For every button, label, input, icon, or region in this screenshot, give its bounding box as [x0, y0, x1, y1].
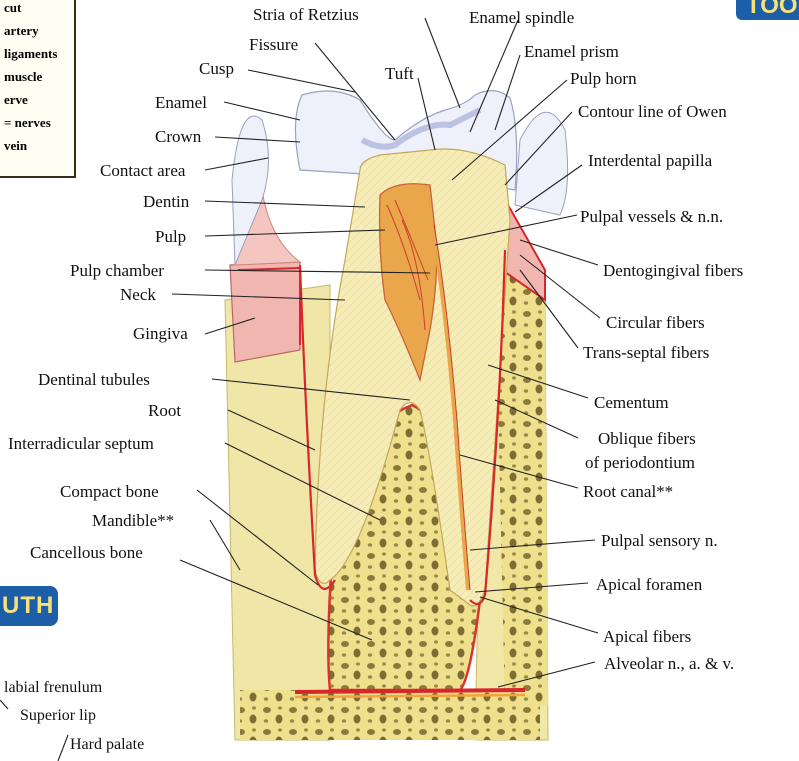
- label-dentogingival-fibers: Dentogingival fibers: [603, 261, 743, 280]
- label-gingiva: Gingiva: [133, 324, 188, 343]
- label-apical-fibers: Apical fibers: [603, 627, 691, 646]
- label-enamel-spindle: Enamel spindle: [469, 8, 574, 27]
- label-tuft: Tuft: [385, 64, 414, 83]
- label-pulpal-sensory: Pulpal sensory n.: [601, 531, 718, 550]
- label-enamel: Enamel: [155, 93, 207, 112]
- gingiva-left: [230, 262, 300, 362]
- label-labial-frenulum: labial frenulum: [4, 679, 103, 696]
- cancellous-bone: [240, 690, 540, 740]
- label-superior-lip: Superior lip: [20, 707, 96, 724]
- label-root-canal: Root canal**: [583, 482, 673, 501]
- label-pulp-chamber: Pulp chamber: [70, 261, 164, 280]
- label-cementum: Cementum: [594, 393, 669, 412]
- label-trans-septal-fibers: Trans-septal fibers: [583, 343, 709, 362]
- label-interdental-papilla: Interdental papilla: [588, 151, 713, 170]
- label-mandible: Mandible**: [92, 511, 174, 530]
- label-of-periodontium: of periodontium: [585, 453, 695, 472]
- label-apical-foramen: Apical foramen: [596, 575, 703, 594]
- label-contact-area: Contact area: [100, 161, 186, 180]
- label-root: Root: [148, 401, 181, 420]
- label-dentin: Dentin: [143, 192, 190, 211]
- label-fissure: Fissure: [249, 35, 298, 54]
- label-circular-fibers: Circular fibers: [606, 313, 705, 332]
- label-pulp-horn: Pulp horn: [570, 69, 637, 88]
- label-pulp: Pulp: [155, 227, 186, 246]
- label-crown: Crown: [155, 127, 202, 146]
- label-contour-line: Contour line of Owen: [578, 102, 727, 121]
- label-cusp: Cusp: [199, 59, 234, 78]
- label-compact-bone: Compact bone: [60, 482, 159, 501]
- label-stria-of-retzius: Stria of Retzius: [253, 5, 359, 24]
- label-hard-palate: Hard palate: [70, 736, 144, 753]
- alveolar-vessel: [295, 690, 525, 692]
- label-alveolar: Alveolar n., a. & v.: [604, 654, 734, 673]
- label-neck: Neck: [120, 285, 156, 304]
- label-enamel-prism: Enamel prism: [524, 42, 619, 61]
- label-dentinal-tubules: Dentinal tubules: [38, 370, 150, 389]
- label-interradicular-septum: Interradicular septum: [8, 434, 154, 453]
- label-oblique-fibers: Oblique fibers: [598, 429, 696, 448]
- label-pulpal-vessels: Pulpal vessels & n.n.: [580, 207, 723, 226]
- label-cancellous-bone: Cancellous bone: [30, 543, 143, 562]
